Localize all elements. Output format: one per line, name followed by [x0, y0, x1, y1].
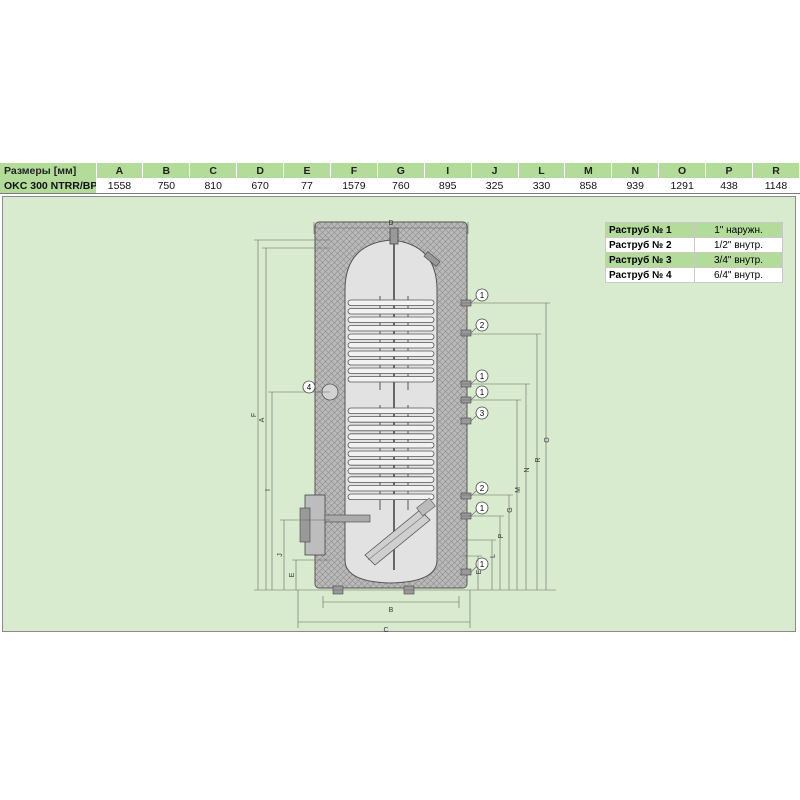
right-port [460, 417, 472, 425]
dimension-value-r: 1148 [752, 178, 800, 194]
connection-name: Раструб № 3 [605, 252, 695, 268]
callout-circle [475, 481, 489, 495]
dimension-header-l: L [518, 163, 566, 178]
dimension-value-m: 858 [564, 178, 613, 194]
callout-label: 1 [480, 560, 485, 569]
dimension-header-e: E [283, 163, 331, 178]
callout-label: 2 [480, 321, 485, 330]
dimension-label: E [289, 572, 296, 577]
callout-label: 2 [480, 484, 485, 493]
connection-name: Раструб № 2 [605, 237, 695, 253]
top-outlet [389, 227, 399, 245]
right-port [460, 568, 472, 576]
svg-text:4: 4 [307, 383, 312, 392]
dimension-header-b: B [142, 163, 191, 178]
inspection-flange [299, 494, 371, 556]
callout-label: 1 [480, 504, 485, 513]
dimension-header-a: A [96, 163, 144, 178]
dimension-value-o: 1291 [658, 178, 707, 194]
dimension-header-f: F [330, 163, 378, 178]
dimension-value-g: 760 [377, 178, 425, 194]
right-callouts: 1 2 1 1 3 2 1 1 [470, 288, 489, 573]
dimension-value-a: 1558 [96, 178, 144, 194]
callout-label: 1 [480, 291, 485, 300]
dimension-header-i: I [424, 163, 472, 178]
callout-circle [475, 318, 489, 332]
connection-size: 1" наружн. [694, 222, 783, 238]
dimension-value-f: 1579 [330, 178, 378, 194]
dimension-label: L [490, 554, 497, 558]
dimension-label: C [383, 627, 388, 634]
dimension-label: G [507, 507, 514, 512]
dimension-label: B [389, 607, 394, 614]
dimension-label: N [524, 467, 531, 472]
dimension-label: I [265, 489, 272, 491]
dimension-value-j: 325 [471, 178, 519, 194]
heating-element [364, 497, 436, 566]
callout-circle [475, 385, 489, 399]
dimension-value-c: 810 [189, 178, 238, 194]
dimension-label: R [535, 457, 542, 462]
dimension-header-m: M [564, 163, 613, 178]
dimension-header-n: N [611, 163, 660, 178]
heat-exchanger-coil-upper [347, 299, 435, 383]
connection-name: Раструб № 4 [605, 267, 695, 283]
dimension-label: J [277, 553, 284, 557]
dimension-value-e: 77 [283, 178, 331, 194]
callout-label: 1 [480, 372, 485, 381]
dimension-label: M [515, 487, 522, 493]
dimension-label: E [476, 569, 483, 574]
callout-4: 4 [302, 380, 320, 394]
dimension-label: D [388, 220, 393, 227]
dimension-header-r: R [752, 163, 800, 178]
dimension-value-n: 939 [611, 178, 660, 194]
dimension-labels: D B C E L P G M NR O FA I J E [251, 220, 551, 634]
dimension-header-p: P [705, 163, 753, 178]
dimension-label: F [251, 413, 258, 417]
dimension-value-p: 438 [705, 178, 753, 194]
dimension-header-j: J [471, 163, 519, 178]
model-name: OKC 300 NTRR/BP [0, 178, 97, 194]
callout-circle [475, 557, 489, 571]
dimension-value-i: 895 [424, 178, 472, 194]
callout-label: 3 [480, 409, 485, 418]
dimension-value-l: 330 [518, 178, 566, 194]
dimensions-header-label: Размеры [мм] [0, 163, 97, 178]
connection-size: 6/4" внутр. [694, 267, 783, 283]
callout-circle [475, 501, 489, 515]
dimension-header-o: O [658, 163, 707, 178]
right-port [460, 492, 472, 500]
dimension-header-c: C [189, 163, 238, 178]
dimension-value-b: 750 [142, 178, 191, 194]
heat-exchanger-coil-lower [347, 407, 435, 500]
callout-circle [475, 288, 489, 302]
dimension-label: P [498, 533, 505, 538]
dimension-label: A [259, 417, 266, 422]
callout-circle [475, 369, 489, 383]
vent-port [423, 251, 441, 267]
dimension-header-g: G [377, 163, 425, 178]
dimension-value-d: 670 [236, 178, 285, 194]
callout-circle [475, 406, 489, 420]
dimension-label: O [544, 437, 551, 443]
dimension-header-d: D [236, 163, 285, 178]
callout-label: 1 [480, 388, 485, 397]
right-port [460, 329, 472, 337]
